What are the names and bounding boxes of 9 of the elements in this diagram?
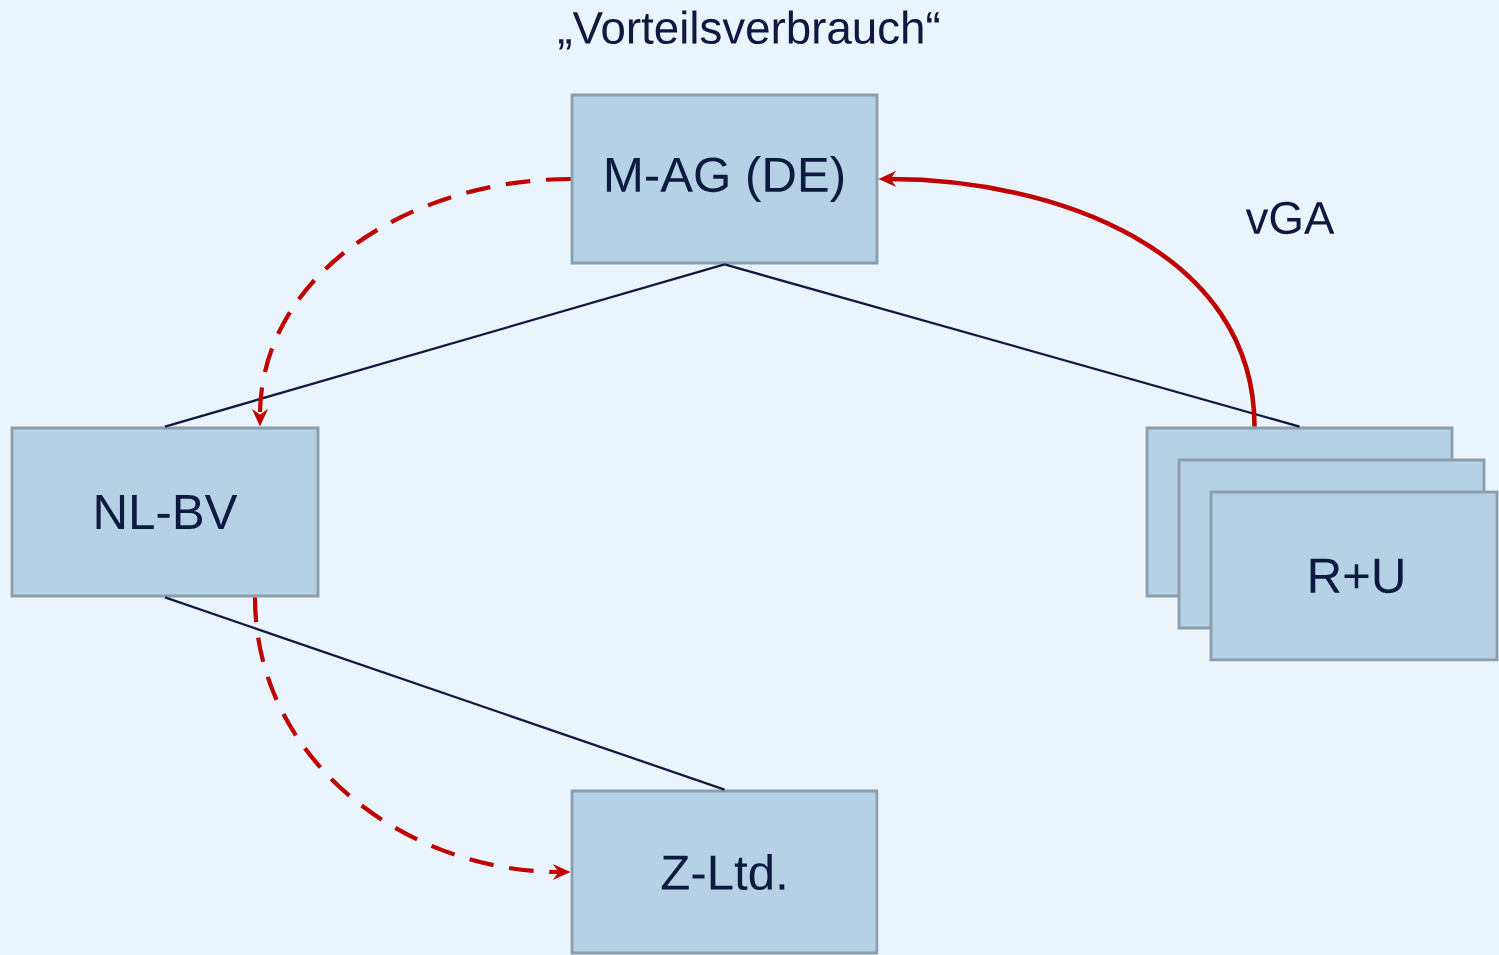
connector-line	[164, 596, 725, 791]
edge-label: vGA	[1242, 198, 1338, 238]
connector-line	[164, 263, 725, 428]
org-box: Z-Ltd.	[570, 789, 879, 955]
connector-line	[724, 263, 1300, 428]
org-box: NL-BV	[10, 426, 320, 598]
org-box: M-AG (DE)	[570, 93, 879, 265]
org-box: R+U	[1209, 490, 1499, 662]
title: „Vorteilsverbrauch“	[558, 10, 939, 50]
